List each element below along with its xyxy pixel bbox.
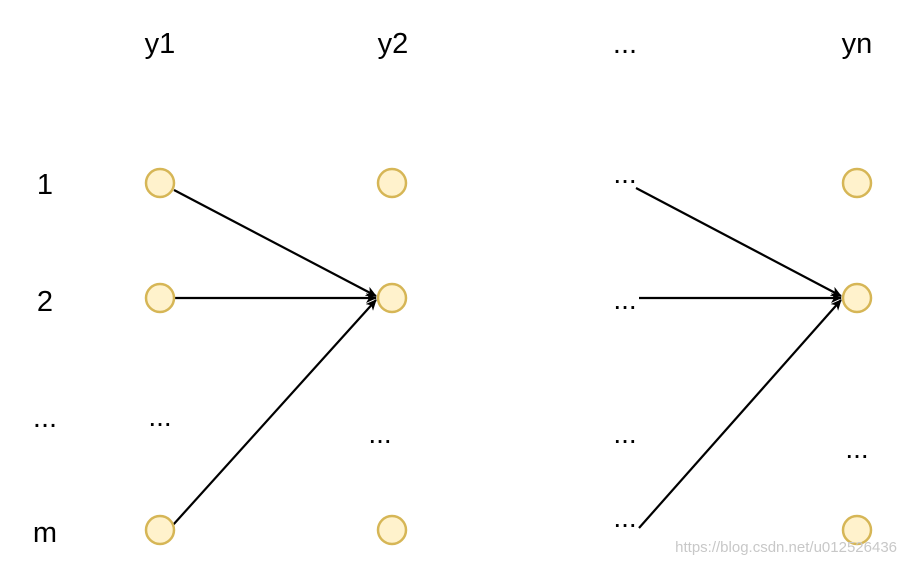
node-yn-row-2	[841, 282, 873, 314]
middle-ellipsis-row-m: ...	[613, 502, 636, 533]
column-header-yn: yn	[842, 28, 873, 60]
node-y2-row-2	[376, 282, 408, 314]
node-y1-row-1	[144, 167, 176, 199]
node-yn-row-1	[841, 167, 873, 199]
row-label-1: 1	[37, 169, 53, 201]
node-yn-row-m	[841, 514, 873, 546]
row-label-ellipsis: ...	[33, 402, 57, 434]
node-y1-ellipsis: ...	[148, 401, 171, 432]
watermark-text: https://blog.csdn.net/u012526436	[675, 539, 897, 556]
node-yn-ellipsis: ...	[845, 433, 868, 464]
edge-y1-m-to-y2-2	[172, 299, 377, 526]
node-y2-row-1	[376, 167, 408, 199]
middle-ellipsis-row-2: ...	[613, 284, 636, 315]
middle-ellipsis-row-3: ...	[613, 418, 636, 449]
row-label-m: m	[33, 517, 57, 549]
node-y1-row-2	[144, 282, 176, 314]
node-y1-row-m	[144, 514, 176, 546]
column-header-ellipsis: ...	[613, 28, 637, 60]
edge-dots-1-to-yn-2	[635, 187, 842, 297]
column-header-y2: y2	[378, 28, 409, 60]
row-label-2: 2	[37, 286, 53, 318]
edge-dots-m-to-yn-2	[638, 299, 842, 529]
node-y2-row-m	[376, 514, 408, 546]
middle-ellipsis-row-1: ...	[613, 158, 636, 189]
node-y2-ellipsis: ...	[368, 418, 391, 449]
column-header-y1: y1	[145, 28, 176, 60]
edge-y1-1-to-y2-2	[173, 189, 377, 297]
